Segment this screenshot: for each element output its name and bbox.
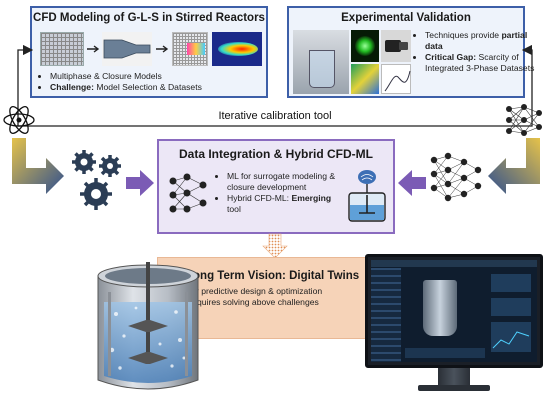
- atom-icon: [3, 106, 35, 134]
- exp-box-title: Experimental Validation: [341, 12, 471, 24]
- deep-network-icon: [430, 152, 482, 202]
- nozzle-geometry-thumbnail: [102, 32, 152, 66]
- lab-vessel: [309, 50, 335, 88]
- monitor-panel-b: [491, 298, 531, 316]
- data-plot-thumbnail: [381, 64, 411, 94]
- monitor-sidebar: [371, 268, 401, 362]
- cfd-bullet-list: Multiphase & Closure Models Challenge: M…: [38, 71, 276, 93]
- experimental-validation-box: Experimental Validation Techniques provi…: [287, 6, 534, 98]
- vision-line-2: Requires solving above challenges: [186, 297, 319, 307]
- cfd-bullet-challenge: Challenge: Model Selection & Datasets: [50, 82, 276, 93]
- stirred-reactor-illustration: [97, 262, 199, 390]
- digital-twin-monitor: [365, 254, 543, 368]
- exp-bullet-techniques: Techniques provide partial data: [425, 30, 535, 52]
- integration-bullet-hybrid: Hybrid CFD-ML: Emerging tool: [227, 193, 345, 215]
- calibration-label: Iterative calibration tool: [175, 110, 375, 122]
- arrow-right-icon: [156, 45, 169, 53]
- integration-bullet-ml: ML for surrogate modeling & closure deve…: [227, 171, 345, 193]
- arrow-right-icon: [87, 45, 100, 53]
- cfd-bullet-multiphase: Multiphase & Closure Models: [50, 71, 276, 82]
- brain-network-icon: [169, 173, 207, 213]
- monitor-screen: [371, 260, 537, 362]
- cfd-box-title: CFD Modeling of G-L-S in Stirred Reactor…: [33, 12, 265, 24]
- monitor-topbar: [371, 260, 537, 267]
- iterative-calibration-loop: [17, 44, 533, 127]
- monitor-bottom-strip: [405, 348, 485, 358]
- laser-beam: [355, 36, 375, 56]
- vision-box-title: Long Term Vision: Digital Twins: [186, 270, 360, 282]
- velocity-contour-thumbnail: [212, 32, 262, 66]
- camera-photo-thumbnail: [381, 30, 411, 62]
- integration-box-title: Data Integration & Hybrid CFD-ML: [179, 147, 373, 161]
- vision-line-1: For predictive design & optimization: [186, 286, 323, 296]
- purple-arrow-into-center-right: [398, 170, 426, 196]
- cfd-modeling-box: CFD Modeling of G-L-S in Stirred Reactor…: [30, 6, 268, 98]
- data-integration-box: Data Integration & Hybrid CFD-ML ML for …: [157, 139, 395, 234]
- integration-bullet-list: ML for surrogate modeling & closure deve…: [215, 171, 345, 215]
- monitor-reactor-view: [423, 280, 457, 336]
- monitor-panel-c: [491, 322, 531, 352]
- purple-arrow-into-center-left: [126, 170, 154, 196]
- monitor-panel-a: [491, 274, 531, 292]
- gears-icon: [72, 150, 121, 210]
- gold-arrow-right-flow: [488, 138, 540, 194]
- gold-arrow-left-flow: [12, 138, 64, 194]
- mesh-thumbnail: [40, 32, 84, 66]
- monitor-stand-base: [418, 385, 490, 391]
- exp-bullet-critical-gap: Critical Gap: Scarcity of Integrated 3-P…: [425, 52, 535, 74]
- dotted-down-arrow: [262, 233, 288, 259]
- contour-jet: [218, 42, 258, 56]
- reactor-brain-icon: [348, 170, 386, 222]
- monitor-stand-neck: [438, 368, 470, 386]
- exp-bullet-list: Techniques provide partial data Critical…: [413, 30, 535, 74]
- velocity-overlay: [187, 43, 205, 55]
- neural-network-icon: [506, 104, 542, 136]
- camera-lens: [399, 42, 408, 50]
- flow-map-thumbnail: [351, 64, 379, 94]
- camera-body: [385, 40, 401, 52]
- laser-photo-thumbnail: [351, 30, 379, 62]
- lab-photo-thumbnail: [293, 30, 349, 94]
- refined-mesh-thumbnail: [172, 32, 208, 66]
